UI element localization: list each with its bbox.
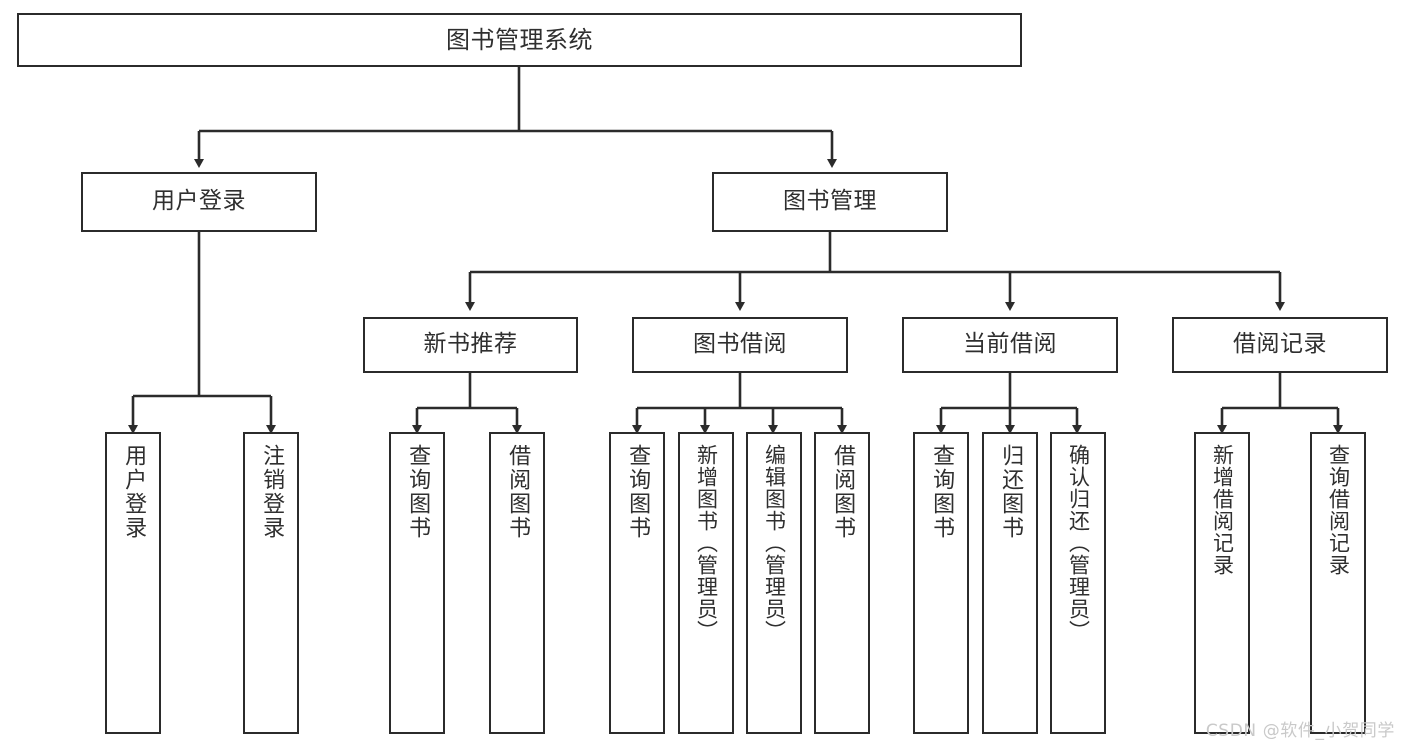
node-book-management-label: 图书管理	[783, 188, 877, 215]
node-leaf-user-login[interactable]: 用户登录	[105, 432, 161, 734]
node-leaf-add-borrow-record-label: 新增借阅记录	[1210, 444, 1235, 576]
node-new-book-recommend[interactable]: 新书推荐	[363, 317, 578, 373]
node-book-borrow[interactable]: 图书借阅	[632, 317, 848, 373]
node-leaf-query-book-recommend-label: 查询图书	[405, 444, 431, 540]
node-root[interactable]: 图书管理系统	[17, 13, 1022, 67]
node-current-borrow-label: 当前借阅	[963, 331, 1057, 358]
node-leaf-logout-label: 注销登录	[259, 444, 285, 540]
node-leaf-query-borrow-record[interactable]: 查询借阅记录	[1310, 432, 1366, 734]
node-leaf-add-borrow-record[interactable]: 新增借阅记录	[1194, 432, 1250, 734]
node-leaf-borrow-book-recommend-label: 借阅图书	[505, 444, 531, 540]
watermark-text: CSDN @软件_小贺同学	[1205, 721, 1395, 741]
node-leaf-return-book-label: 归还图书	[998, 444, 1024, 540]
node-leaf-add-book-admin-label: 新增图书（管理员）	[694, 444, 719, 642]
node-leaf-confirm-return-admin[interactable]: 确认归还（管理员）	[1050, 432, 1106, 734]
node-leaf-borrow-book-recommend[interactable]: 借阅图书	[489, 432, 545, 734]
node-borrow-record-label: 借阅记录	[1233, 331, 1327, 358]
node-user-login-label: 用户登录	[152, 188, 246, 215]
node-current-borrow[interactable]: 当前借阅	[902, 317, 1118, 373]
node-leaf-return-book[interactable]: 归还图书	[982, 432, 1038, 734]
node-leaf-query-book-current[interactable]: 查询图书	[913, 432, 969, 734]
node-book-management[interactable]: 图书管理	[712, 172, 948, 232]
node-leaf-query-book-borrow[interactable]: 查询图书	[609, 432, 665, 734]
node-leaf-edit-book-admin[interactable]: 编辑图书（管理员）	[746, 432, 802, 734]
node-leaf-query-book-borrow-label: 查询图书	[625, 444, 651, 540]
node-root-label: 图书管理系统	[446, 25, 593, 54]
node-leaf-logout[interactable]: 注销登录	[243, 432, 299, 734]
node-leaf-confirm-return-admin-label: 确认归还（管理员）	[1066, 444, 1091, 642]
node-user-login[interactable]: 用户登录	[81, 172, 317, 232]
node-leaf-query-borrow-record-label: 查询借阅记录	[1326, 444, 1351, 576]
node-book-borrow-label: 图书借阅	[693, 331, 787, 358]
node-leaf-query-book-current-label: 查询图书	[929, 444, 955, 540]
node-leaf-borrow-book-label: 借阅图书	[830, 444, 856, 540]
node-new-book-recommend-label: 新书推荐	[423, 331, 518, 358]
node-borrow-record[interactable]: 借阅记录	[1172, 317, 1388, 373]
node-leaf-query-book-recommend[interactable]: 查询图书	[389, 432, 445, 734]
node-leaf-edit-book-admin-label: 编辑图书（管理员）	[762, 444, 787, 642]
node-leaf-add-book-admin[interactable]: 新增图书（管理员）	[678, 432, 734, 734]
node-leaf-user-login-label: 用户登录	[121, 444, 147, 540]
node-leaf-borrow-book[interactable]: 借阅图书	[814, 432, 870, 734]
